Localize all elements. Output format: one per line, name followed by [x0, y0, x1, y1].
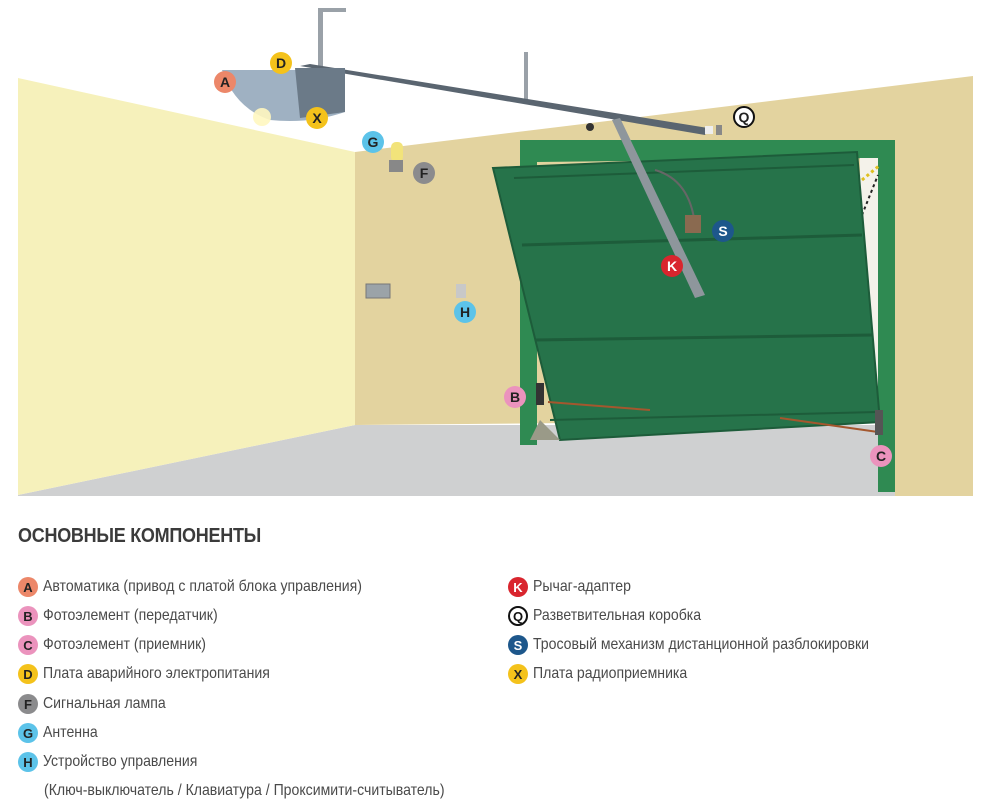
floor — [18, 425, 973, 496]
badge-a: A — [214, 71, 236, 93]
legend-badge-a: A — [18, 577, 38, 597]
legend-item-q: Q Разветвительная коробка — [508, 605, 724, 627]
legend-item-h: H Устройство управления — [18, 751, 218, 773]
badge-q: Q — [733, 106, 755, 128]
legend-item-s: S Тросовый механизм дистанционной разблок… — [508, 634, 915, 656]
legend-item-b: B Фотоэлемент (передатчик) — [18, 605, 241, 627]
legend-badge-q: Q — [508, 606, 528, 626]
badge-k: K — [661, 255, 683, 277]
badge-d: D — [270, 52, 292, 74]
badge-c: C — [870, 445, 892, 467]
badge-s: S — [712, 220, 734, 242]
legend-badge-c: C — [18, 635, 38, 655]
legend-label: Устройство управления — [43, 753, 198, 770]
legend-label: Антенна — [43, 724, 98, 741]
legend-label: Разветвительная коробка — [533, 607, 702, 624]
legend-item-f: F Сигнальная лампа — [18, 693, 182, 715]
garage-illustration: A D X G F Q S K H B C — [18, 8, 973, 496]
garage-drawing — [18, 8, 973, 496]
legend-label: Плата аварийного электропитания — [43, 665, 270, 682]
left-wall — [18, 78, 355, 495]
legend-label: Фотоэлемент (передатчик) — [43, 607, 218, 624]
legend-item-k: K Рычаг-адаптер — [508, 576, 644, 598]
rail — [300, 64, 708, 135]
legend-badge-f: F — [18, 694, 38, 714]
legend-item-x: X Плата радиоприемника — [508, 663, 708, 685]
legend-badge-d: D — [18, 664, 38, 684]
legend-item-c: C Фотоэлемент (приемник) — [18, 634, 228, 656]
legend-label: Фотоэлемент (приемник) — [43, 636, 206, 653]
legend-badge-b: B — [18, 606, 38, 626]
legend-item-a: A Автоматика (привод с платой блока управ… — [18, 576, 405, 598]
legend-badge-k: K — [508, 577, 528, 597]
legend-item-d: D Плата аварийного электропитания — [18, 663, 301, 685]
legend-badge-h: H — [18, 752, 38, 772]
lever-arm — [612, 118, 705, 298]
badge-x: X — [306, 107, 328, 129]
badge-h: H — [454, 301, 476, 323]
legend-h-continuation: (Ключ-выключатель / Клавиатура / Проксим… — [44, 782, 445, 799]
legend-badge-g: G — [18, 723, 38, 743]
legend-label: Тросовый механизм дистанционной разблоки… — [533, 636, 870, 653]
badge-b: B — [504, 386, 526, 408]
legend-label: Плата радиоприемника — [533, 665, 688, 682]
legend-label: Автоматика (привод с платой блока управл… — [43, 578, 362, 595]
legend-label: Сигнальная лампа — [43, 695, 166, 712]
badge-g: G — [362, 131, 384, 153]
legend-badge-s: S — [508, 635, 528, 655]
badge-f: F — [413, 162, 435, 184]
legend-item-g: G Антенна — [18, 722, 105, 744]
legend-label: Рычаг-адаптер — [533, 578, 631, 595]
legend-title: ОСНОВНЫЕ КОМПОНЕНТЫ — [18, 525, 262, 547]
legend-badge-x: X — [508, 664, 528, 684]
